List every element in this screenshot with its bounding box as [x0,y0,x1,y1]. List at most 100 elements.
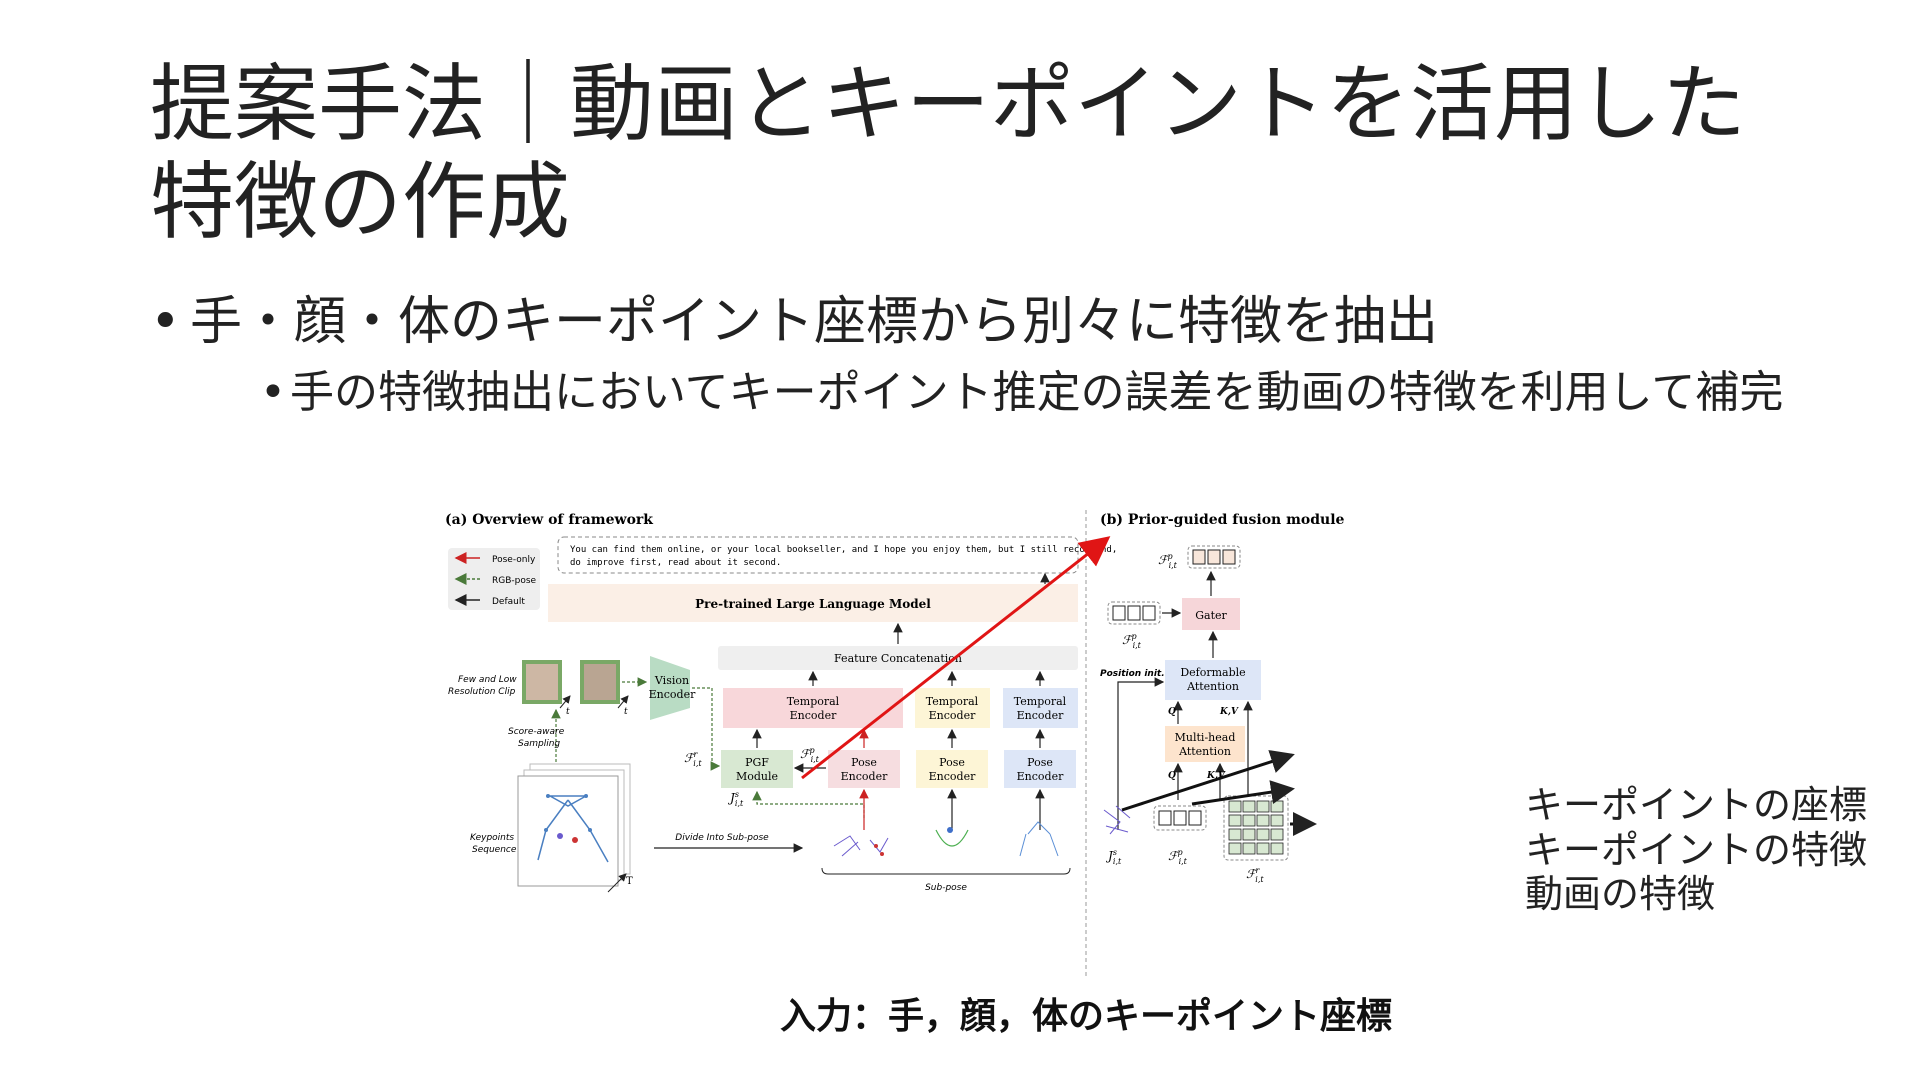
deformable-attention-box [1165,660,1261,700]
token [1142,605,1156,621]
annotation-keypoint-coords: キーポイントの座標 [1525,783,1868,827]
annot-arrow-features [1191,780,1295,806]
token [1222,549,1236,565]
pose-encoder-hand [828,750,900,788]
subpose-hand-dot [874,844,878,848]
temporal-encoder-face-l2: Encoder [929,709,976,722]
token [1127,605,1141,621]
token [1192,549,1206,565]
token [1188,810,1202,826]
kv-label-2: K,V [1206,771,1226,781]
pose-encoder-face-l1: Pose [939,756,965,769]
keypoint-dot [544,828,548,832]
llm-output-line1: You can find them online, or your local … [570,545,1117,555]
keypoints-l1: Keypoints [470,833,514,843]
clip-frame-1 [526,664,558,700]
arrow-vision-pgf [692,687,721,771]
feature-concat-label: Feature Concatenation [834,652,962,665]
mha-box [1165,726,1245,762]
vision-encoder-l1: Vision [654,674,689,687]
highlight-red-arrow [801,536,1111,780]
slide-title: 提案手法｜動画とキーポイントを活用した特徴の作成 [150,55,1747,251]
panel-a-title: (a) Overview of framework [445,512,653,528]
q-label-1: Q [1168,707,1176,717]
position-init-label: Position init. [1100,669,1165,679]
gater-label: Gater [1195,609,1227,622]
clip-label-l1: Few and Low [458,675,517,685]
keypoint-coords-glyph [1103,805,1131,835]
subpose-brace [821,867,1071,875]
pose-encoder-body [1004,750,1076,788]
keypoint-hand-dot [557,833,563,839]
subpose-body-glyph [1019,821,1059,857]
time-arrow-2 [617,695,629,709]
token [1207,549,1221,565]
framework-figure: (a) Overview of framework (b) Prior-guid… [430,500,1510,980]
pose-encoder-hand-l2: Encoder [841,770,888,783]
token [1158,810,1172,826]
mha-l2: Attention [1178,745,1231,758]
time-label-2: t [624,707,628,717]
figure-caption: 入力：手，顔，体のキーポイント座標 [780,996,1393,1037]
feature-concat-box [718,646,1078,670]
token [1173,810,1187,826]
pgf-module-box [721,750,793,788]
pose-encoder-face-l2: Encoder [929,770,976,783]
time-arrow-1 [559,695,571,709]
pose-encoder-hand-l1: Pose [851,756,877,769]
pgf-label-l1: PGF [745,756,769,769]
panel-b-title: (b) Prior-guided fusion module [1100,512,1345,528]
llm-output-line2: do improve first, read about it second. [570,558,781,568]
keypoint-dot [584,794,588,798]
vision-encoder-shape [650,656,690,720]
keypoint-dot [588,828,592,832]
subpose-hand-dot [880,852,884,856]
temporal-encoder-face [915,688,990,728]
legend-rgb-pose: RGB-pose [492,576,537,586]
llm-output-box [557,536,1079,574]
clip-frame-2 [584,664,616,700]
pgf-label-l2: Module [736,770,778,783]
keypoint-hand-dot [572,837,578,843]
bullet-main: 手・顔・体のキーポイント座標から別々に特徴を抽出 [150,290,1800,354]
sampling-l2: Sampling [518,739,560,749]
sequence-time-arrow [607,873,627,893]
divide-label: Divide Into Sub-pose [675,833,769,843]
subpose-hand-glyph [833,835,889,857]
legend-pose-only: Pose-only [492,555,536,565]
temporal-encoder-body-l2: Encoder [1017,709,1064,722]
kv-label-1: K,V [1219,707,1239,717]
arrow-position-init [1117,677,1165,830]
gater-box [1182,598,1240,630]
llm-label: Pre-trained Large Language Model [695,597,931,611]
arrow-subpose-pgf [752,790,865,818]
bullet-list: 手・顔・体のキーポイント座標から別々に特徴を抽出 手の特徴抽出においてキーポイン… [150,290,1800,418]
pose-encoder-body-l2: Encoder [1017,770,1064,783]
clip-label-l2: Resolution Clip [448,687,516,697]
bullet-sub: 手の特徴抽出においてキーポイント推定の誤差を動画の特徴を利用して補完 [260,368,1800,419]
temporal-encoder-hand-l2: Encoder [790,709,837,722]
temporal-encoder-body-l1: Temporal [1014,695,1067,708]
llm-box [548,584,1078,622]
pose-encoder-body-l1: Pose [1027,756,1053,769]
subpose-face-glyph [935,829,969,847]
annotation-keypoint-features: キーポイントの特徴 [1525,828,1868,872]
temporal-encoder-hand [723,688,903,728]
sequence-time-label: T [626,876,633,887]
subpose-face-dot [947,827,953,833]
deformable-l1: Deformable [1180,666,1245,679]
sampling-l1: Score-aware [508,727,565,737]
keypoints-frame-front [517,775,619,887]
pose-encoder-face [916,750,988,788]
temporal-encoder-hand-l1: Temporal [787,695,840,708]
time-label-1: t [566,707,570,717]
legend-default: Default [492,597,525,607]
temporal-encoder-body [1003,688,1078,728]
token [1112,605,1126,621]
annot-arrow-coords [1121,750,1295,812]
